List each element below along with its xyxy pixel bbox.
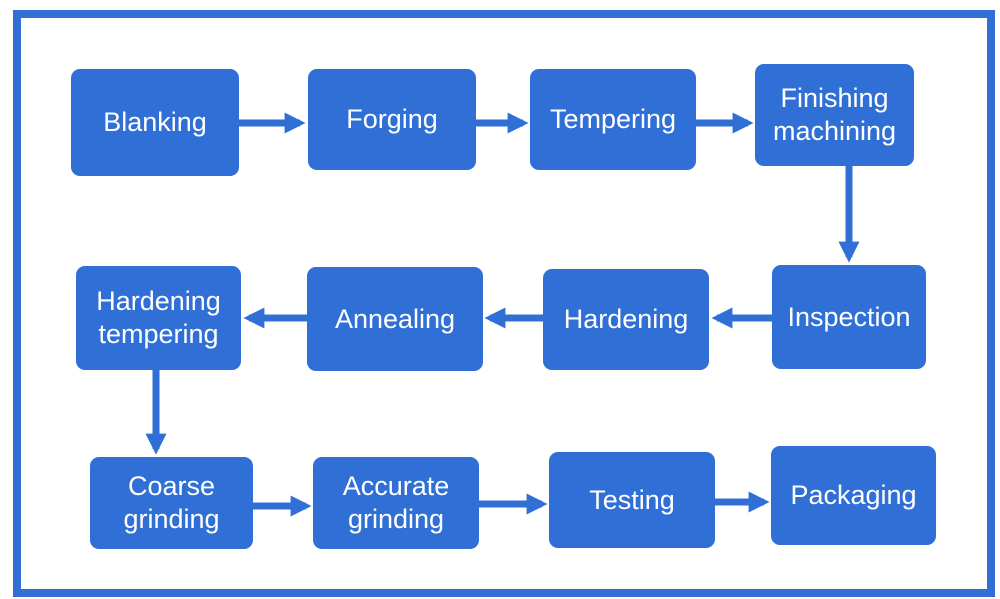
step-tempering: Tempering xyxy=(530,69,696,170)
step-inspection: Inspection xyxy=(772,265,926,369)
step-label: Testing xyxy=(589,484,675,515)
step-label-line-1: Accurate xyxy=(342,471,450,502)
step-label-line-2: grinding xyxy=(123,504,220,534)
step-label: Annealing xyxy=(334,303,456,334)
step-testing: Testing xyxy=(549,452,715,548)
step-label-line-1: Hardening xyxy=(96,286,221,317)
step-label: Inspection xyxy=(787,301,911,332)
step-label: Packaging xyxy=(790,480,917,511)
step-annealing: Annealing xyxy=(307,267,483,371)
step-label: Blanking xyxy=(103,107,207,138)
step-label-line-2: tempering xyxy=(98,319,219,349)
step-finishing-machining: Finishing machining xyxy=(755,64,914,166)
step-blanking: Blanking xyxy=(71,69,239,176)
step-accurate-grinding: Accurate grinding xyxy=(313,457,479,549)
step-coarse-grinding: Coarse grinding xyxy=(90,457,253,549)
step-hardening-tempering: Hardening tempering xyxy=(76,266,241,370)
step-label: Hardening xyxy=(563,304,689,335)
step-packaging: Packaging xyxy=(771,446,936,545)
step-label-line-1: Finishing xyxy=(780,83,889,114)
step-hardening: Hardening xyxy=(543,269,709,370)
step-label-line-1: Coarse xyxy=(127,471,216,502)
step-label: Tempering xyxy=(549,104,677,135)
step-label-line-2: grinding xyxy=(347,504,445,534)
step-label-line-2: machining xyxy=(772,116,897,146)
step-label: Forging xyxy=(346,104,438,135)
step-forging: Forging xyxy=(308,69,476,170)
